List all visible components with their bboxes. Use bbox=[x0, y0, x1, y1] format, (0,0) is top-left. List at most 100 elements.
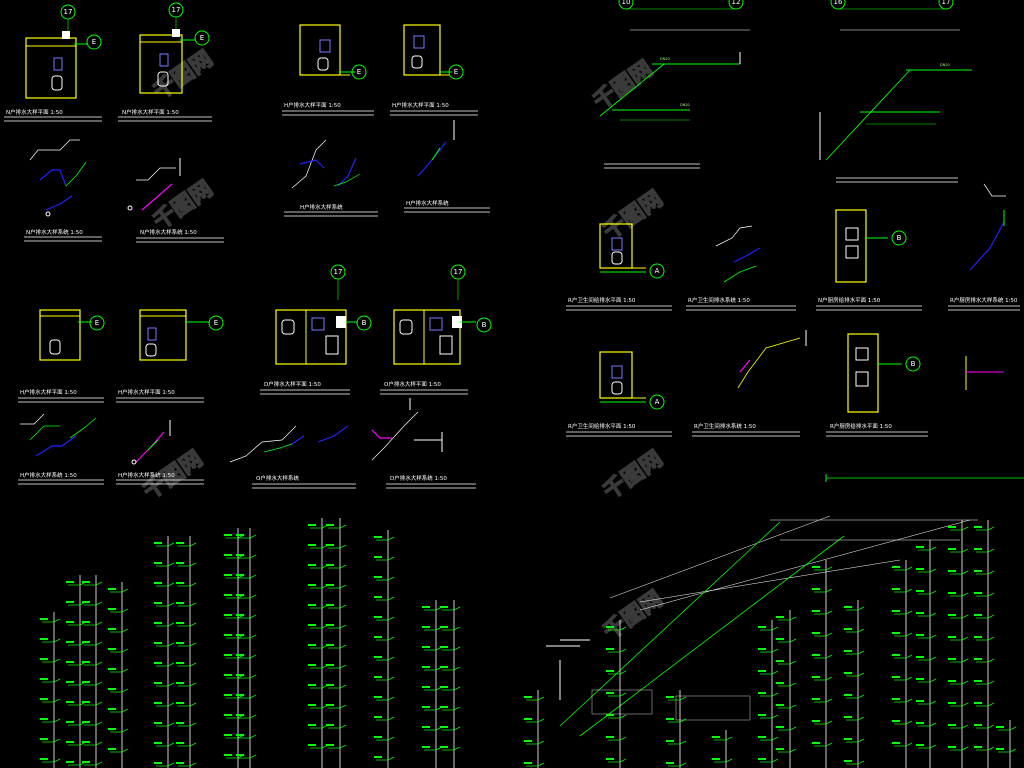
riser-tick-mark bbox=[154, 742, 162, 744]
riser-tick-mark bbox=[108, 648, 116, 650]
riser-tick-mark bbox=[974, 570, 982, 572]
riser-tick-mark bbox=[326, 644, 334, 646]
riser-tick-mark bbox=[948, 746, 956, 748]
riser-pipe bbox=[929, 546, 937, 551]
riser-tick-mark bbox=[82, 581, 90, 583]
riser-tick-mark bbox=[154, 562, 162, 564]
drawing-caption: R户卫生间排水系统 1:50 bbox=[694, 422, 756, 430]
riser-tick-mark bbox=[40, 718, 48, 720]
riser-tick-mark bbox=[606, 736, 614, 738]
riser-pipe bbox=[961, 592, 969, 597]
riser-tick-mark bbox=[948, 680, 956, 682]
riser-tick-mark bbox=[176, 622, 184, 624]
riser-tick-mark bbox=[916, 744, 924, 746]
riser-tick-mark bbox=[812, 588, 820, 590]
riser-pipe bbox=[453, 706, 461, 711]
riser-tick-mark bbox=[236, 534, 244, 536]
riser-pipe bbox=[95, 761, 103, 766]
riser-tick-mark bbox=[154, 702, 162, 704]
watermark: 千图网 bbox=[599, 187, 667, 245]
riser-tick-mark bbox=[66, 661, 74, 663]
riser-pipe bbox=[339, 604, 347, 609]
riser-pipe bbox=[1009, 726, 1017, 731]
riser-tick-mark bbox=[666, 718, 674, 720]
riser-tick-mark bbox=[892, 742, 900, 744]
riser-tick-mark bbox=[974, 680, 982, 682]
riser-pipe bbox=[249, 574, 257, 579]
riser-tick-mark bbox=[374, 616, 382, 618]
riser-tick-mark bbox=[108, 668, 116, 670]
riser-tick-mark bbox=[422, 726, 430, 728]
riser-pipe bbox=[929, 700, 937, 705]
dp-system: D户排水大样系统 1:50 bbox=[371, 398, 476, 489]
drawing-caption: H户排水大样平面 1:50 bbox=[392, 101, 449, 109]
riser-tick-mark bbox=[82, 701, 90, 703]
watermark-layer: 千图网 千图网 千图网 千图网 千图网 千图网 千图网 bbox=[138, 46, 668, 646]
riser-tick-mark bbox=[176, 722, 184, 724]
riser-tick-mark bbox=[948, 614, 956, 616]
riser-tick-mark bbox=[892, 698, 900, 700]
axis-bubble-label: A bbox=[655, 267, 660, 275]
riser-tick-mark bbox=[666, 762, 674, 764]
riser-pipe bbox=[189, 542, 197, 547]
riser-pipe bbox=[189, 702, 197, 707]
riser-tick-mark bbox=[82, 761, 90, 763]
riser-pipe bbox=[825, 742, 833, 747]
riser-pipe bbox=[453, 726, 461, 731]
riser-tick-mark bbox=[758, 692, 766, 694]
riser-tick-mark bbox=[948, 724, 956, 726]
riser-pipe bbox=[121, 748, 129, 753]
riser-pipe bbox=[95, 581, 103, 586]
riser-pipe bbox=[387, 576, 395, 581]
riser-tick-mark bbox=[236, 654, 244, 656]
axis-bubble-label: E bbox=[200, 34, 204, 42]
drawing-caption: H户排水大样平面 1:50 bbox=[118, 388, 175, 396]
riser-pipe bbox=[857, 738, 865, 743]
riser-tick-mark bbox=[308, 744, 316, 746]
riser-tick-mark bbox=[108, 628, 116, 630]
axis-bubble-label: E bbox=[357, 68, 361, 76]
riser-tick-mark bbox=[374, 536, 382, 538]
nf-plan-1: 17 E N户排水大样平面 1:50 bbox=[4, 4, 102, 122]
riser-pipe bbox=[387, 676, 395, 681]
watermark: 千图网 bbox=[149, 177, 217, 235]
riser-tick-mark bbox=[776, 726, 784, 728]
riser-pipe bbox=[825, 632, 833, 637]
hp-system-2: H户排水大样系统 1:50 bbox=[116, 420, 204, 485]
riser-pipe bbox=[189, 682, 197, 687]
riser-pipe bbox=[387, 636, 395, 641]
riser-pipe bbox=[189, 582, 197, 587]
riser-pipe bbox=[857, 760, 865, 765]
axis-bubble-label: 12 bbox=[732, 0, 741, 6]
drawing-caption: R户卫生间给排水平面 1:50 bbox=[568, 296, 636, 304]
drawing-caption: N户排水大样平面 1:50 bbox=[6, 108, 63, 116]
riser-tick-mark bbox=[108, 608, 116, 610]
riser-tick-mark bbox=[948, 592, 956, 594]
axis-bubble-label: 17 bbox=[454, 268, 463, 276]
riser-pipe bbox=[53, 638, 61, 643]
riser-pipe bbox=[825, 588, 833, 593]
riser-pipe bbox=[857, 606, 865, 611]
riser-tick-mark bbox=[224, 734, 232, 736]
nf-system-1: N户排水大样系统 1:50 bbox=[24, 139, 102, 242]
riser-pipe bbox=[929, 568, 937, 573]
riser-pipe bbox=[987, 658, 995, 663]
riser-pipe bbox=[387, 696, 395, 701]
riser-tick-mark bbox=[844, 694, 852, 696]
riser-pipe bbox=[387, 736, 395, 741]
riser-tick-mark bbox=[236, 714, 244, 716]
riser-tick-mark bbox=[758, 736, 766, 738]
riser-tick-mark bbox=[374, 636, 382, 638]
riser-pipe bbox=[189, 762, 197, 767]
riser-pipe bbox=[167, 582, 175, 587]
riser-pipe bbox=[53, 738, 61, 743]
riser-tick-mark bbox=[812, 720, 820, 722]
riser-tick-mark bbox=[812, 742, 820, 744]
riser-tick-mark bbox=[758, 714, 766, 716]
riser-pipe bbox=[167, 682, 175, 687]
riser-pipe bbox=[387, 596, 395, 601]
riser-tick-mark bbox=[606, 692, 614, 694]
hp-system-1: H户排水大样系统 1:50 bbox=[18, 413, 104, 485]
drawing-caption: R户卫生间排水系统 1:50 bbox=[688, 296, 750, 304]
axis-bubble-label: 17 bbox=[942, 0, 951, 6]
